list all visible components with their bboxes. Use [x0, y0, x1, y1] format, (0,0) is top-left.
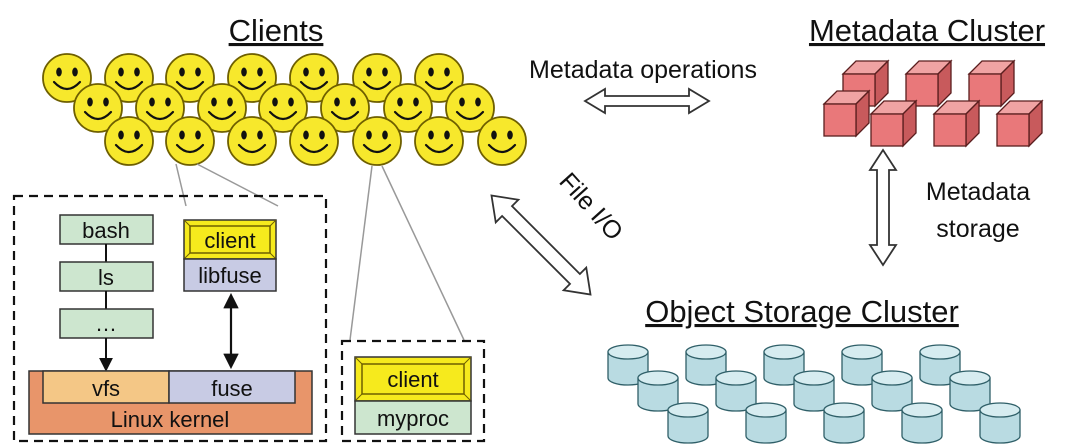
- client-host-linked: client myproc: [340, 339, 486, 443]
- stack-item-ls: ls: [98, 265, 114, 290]
- cube-icon: [869, 99, 918, 148]
- object-storage-disks: [607, 344, 1021, 444]
- smiley-face-icon: [289, 53, 339, 103]
- smiley-face-icon: [42, 53, 92, 103]
- libfuse-label: libfuse: [198, 263, 262, 288]
- metadata-storage-label-line2: storage: [936, 215, 1019, 243]
- cube-icon: [995, 99, 1044, 148]
- smiley-face-icon: [477, 116, 527, 166]
- smiley-face-icon: [258, 83, 308, 133]
- client-leader-lines: [175, 163, 465, 341]
- disk-cylinder-icon: [901, 402, 943, 444]
- smiley-face-icon: [73, 83, 123, 133]
- fuse-client-label: client: [204, 228, 255, 253]
- cube-icon: [932, 99, 981, 148]
- smiley-face-icon: [320, 83, 370, 133]
- linux-kernel-label: Linux kernel: [111, 407, 230, 432]
- metadata-operations-arrow: [583, 87, 711, 115]
- client-host-fuse: bash ls … client libfuse vfs fuse Linux …: [12, 194, 328, 443]
- metadata-storage-label-line1: Metadata: [926, 178, 1030, 206]
- metadata-storage-arrow: [868, 148, 898, 267]
- disk-cylinder-icon: [979, 402, 1021, 444]
- cube-icon: [904, 59, 953, 108]
- smiley-face-icon: [104, 116, 154, 166]
- disk-cylinder-icon: [637, 370, 679, 412]
- stack-item-ellipsis: …: [95, 311, 117, 336]
- myproc-label: myproc: [377, 406, 449, 431]
- disk-cylinder-icon: [793, 370, 835, 412]
- metadata-operations-label: Metadata operations: [529, 56, 757, 84]
- smiley-face-icon: [197, 83, 247, 133]
- smiley-face-icon: [352, 53, 402, 103]
- metadata-cluster-cubes: [822, 59, 1044, 148]
- clients-title: Clients: [229, 13, 324, 48]
- host-boundary-1: [12, 194, 328, 443]
- cube-icon: [822, 89, 871, 138]
- smiley-face-icon: [227, 53, 277, 103]
- disk-cylinder-icon: [949, 370, 991, 412]
- fuse-label: fuse: [211, 376, 253, 401]
- smiley-face-icon: [165, 116, 215, 166]
- smiley-face-icon: [165, 53, 215, 103]
- smiley-face-icon: [414, 116, 464, 166]
- file-io-arrow: [490, 194, 592, 296]
- cube-icon: [967, 59, 1016, 108]
- smiley-face-icon: [383, 83, 433, 133]
- disk-cylinder-icon: [667, 402, 709, 444]
- disk-cylinder-icon: [823, 402, 865, 444]
- disk-cylinder-icon: [871, 370, 913, 412]
- smiley-face-icon: [445, 83, 495, 133]
- clients-swarm: [42, 53, 527, 166]
- vfs-label: vfs: [92, 376, 120, 401]
- disk-cylinder-icon: [745, 402, 787, 444]
- metadata-cluster-title: Metadata Cluster: [809, 13, 1045, 48]
- smiley-face-icon: [352, 116, 402, 166]
- file-io-label: File I/O: [554, 167, 629, 246]
- smiley-face-icon: [104, 53, 154, 103]
- smiley-face-icon: [227, 116, 277, 166]
- smiley-face-icon: [135, 83, 185, 133]
- linked-client-label: client: [387, 367, 438, 392]
- stack-item-bash: bash: [82, 218, 130, 243]
- smiley-face-icon: [414, 53, 464, 103]
- disk-cylinder-icon: [715, 370, 757, 412]
- smiley-face-icon: [289, 116, 339, 166]
- object-storage-cluster-title: Object Storage Cluster: [645, 294, 959, 329]
